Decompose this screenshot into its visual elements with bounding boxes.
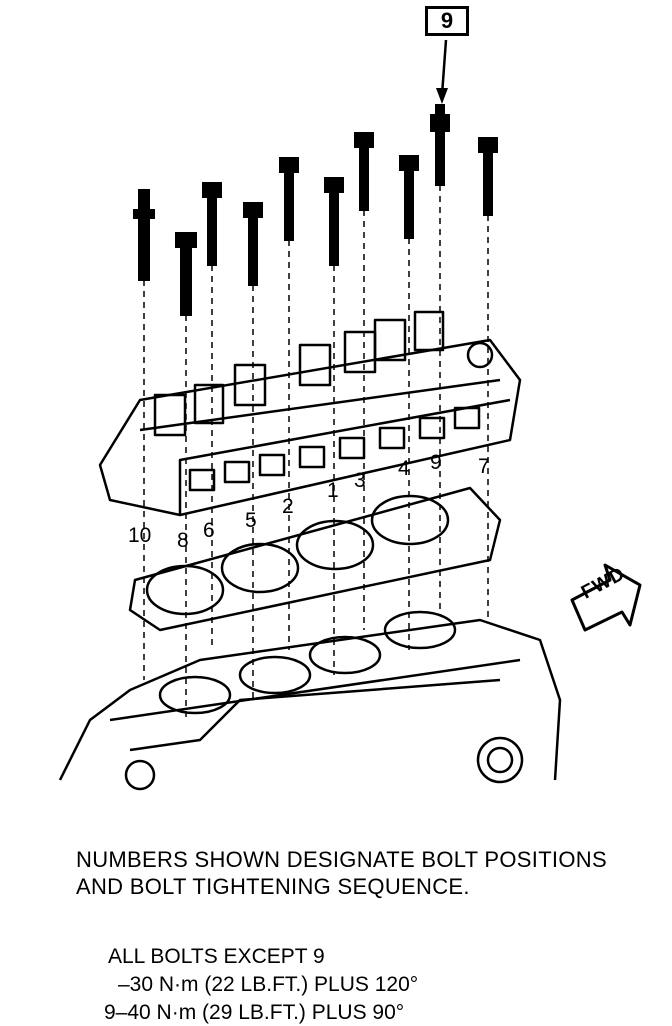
bolt-number-7: 7 [478, 455, 490, 478]
bolt-3 [354, 132, 374, 211]
bolt-9-callout: 9 [425, 6, 469, 36]
bolt-1 [324, 177, 344, 266]
bolt-number-2: 2 [282, 495, 294, 518]
bolt-7 [478, 137, 498, 216]
cylinder-head-illustration [58, 39, 642, 791]
bolt-2 [279, 157, 299, 241]
cylinder-head [98, 338, 522, 517]
torque-spec-line-3: 9–40 N·m (29 LB.FT.) PLUS 90° [104, 1001, 405, 1024]
fwd-arrow [570, 563, 642, 632]
bolt-number-8: 8 [177, 529, 189, 552]
bolt-number-1: 1 [327, 479, 339, 502]
bolt-number-6: 6 [203, 519, 215, 542]
head-gasket [128, 486, 502, 632]
bolt-10 [133, 189, 155, 281]
engine-head-bolt-diagram: 9 FWD 10 8 6 5 2 1 3 4 9 7 [58, 6, 642, 791]
bolt-number-10: 10 [128, 524, 152, 547]
bolt-9 [430, 104, 450, 186]
engine-block [58, 618, 562, 781]
bolt-4 [399, 155, 419, 239]
bolt-6 [202, 182, 222, 266]
bolt-number-4: 4 [398, 457, 410, 480]
torque-spec-line-2: –30 N·m (22 LB.FT.) PLUS 120° [118, 973, 419, 996]
diagram-caption: NUMBERS SHOWN DESIGNATE BOLT POSITIONS A… [76, 847, 607, 899]
bolt-5 [243, 202, 263, 286]
bolt-number-5: 5 [245, 509, 257, 532]
bolt-number-3: 3 [354, 469, 366, 492]
bolt-number-9: 9 [430, 451, 442, 474]
bolt-8 [175, 232, 197, 316]
torque-spec-line-1: ALL BOLTS EXCEPT 9 [108, 945, 325, 968]
